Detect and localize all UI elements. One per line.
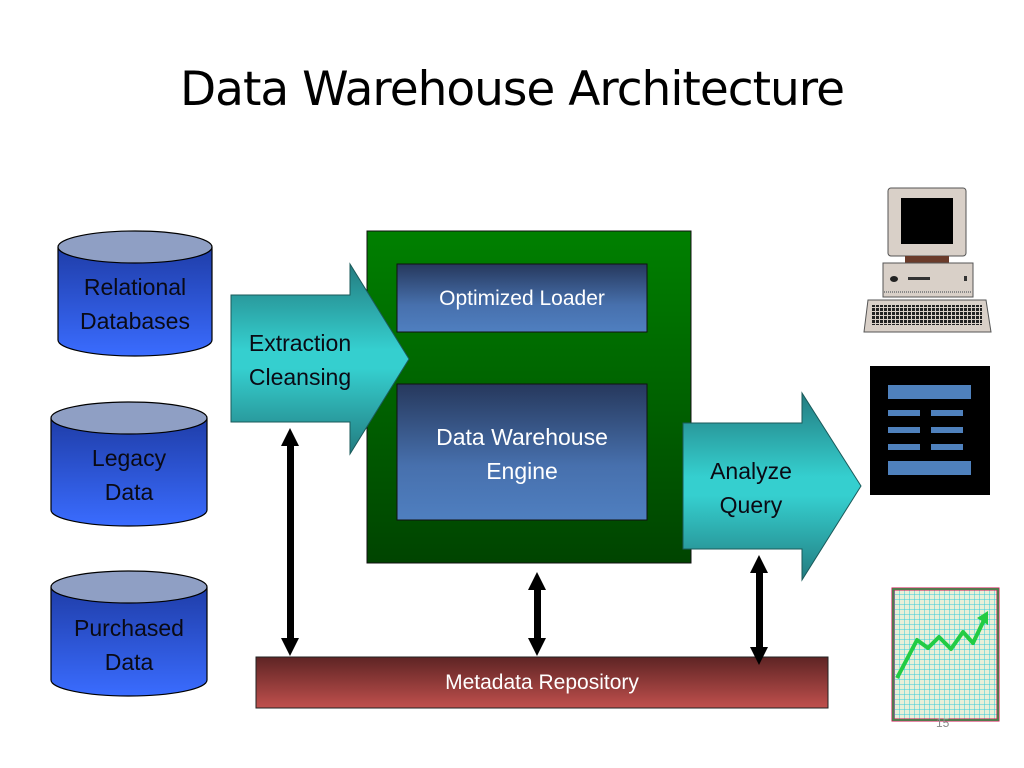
source-label-legacy: Legacy Data — [51, 441, 207, 509]
report-document-icon — [870, 366, 990, 495]
engine-label-line2: Engine — [486, 458, 558, 484]
source-label-line1: Purchased — [74, 615, 184, 641]
optimized-loader-label: Optimized Loader — [439, 287, 605, 310]
cylinder-purchased-data — [50, 570, 208, 697]
source-label-line2: Databases — [80, 308, 190, 334]
source-label-line1: Relational — [83, 274, 187, 300]
extraction-arrow — [230, 262, 410, 456]
double-arrow-warehouse-metadata — [528, 572, 546, 656]
source-label-purchased: Purchased Data — [51, 611, 207, 679]
warehouse-engine-label: Data Warehouse Engine — [397, 420, 647, 488]
analyze-label-line1: Analyze — [710, 458, 792, 484]
warehouse-engine-box — [396, 383, 648, 521]
page-title: Data Warehouse Architecture — [179, 62, 845, 117]
extraction-label-line2: Cleansing — [248, 364, 352, 390]
double-arrow-extraction-metadata — [281, 428, 299, 656]
source-label-line2: Data — [104, 479, 154, 505]
analyze-label: Analyze Query — [683, 454, 819, 522]
cylinder-relational-databases — [57, 230, 213, 357]
double-arrow-analyze-metadata — [750, 555, 768, 665]
analyze-arrow — [682, 391, 862, 582]
source-label-line1: Legacy — [91, 445, 167, 471]
engine-label-line1: Data Warehouse — [436, 424, 608, 450]
metadata-repository-label: Metadata Repository — [445, 671, 639, 694]
extraction-label: Extraction Cleansing — [231, 326, 369, 394]
desktop-computer-icon — [863, 187, 992, 333]
source-label-relational: Relational Databases — [58, 270, 212, 338]
source-label-line2: Data — [104, 649, 154, 675]
optimized-loader-box — [396, 263, 648, 333]
slide-number: 15 — [936, 716, 950, 730]
analyze-label-line2: Query — [719, 492, 783, 518]
line-chart-icon — [891, 587, 1000, 722]
extraction-label-line1: Extraction — [248, 330, 352, 356]
metadata-repository-bar — [255, 656, 829, 709]
cylinder-legacy-data — [50, 401, 208, 527]
